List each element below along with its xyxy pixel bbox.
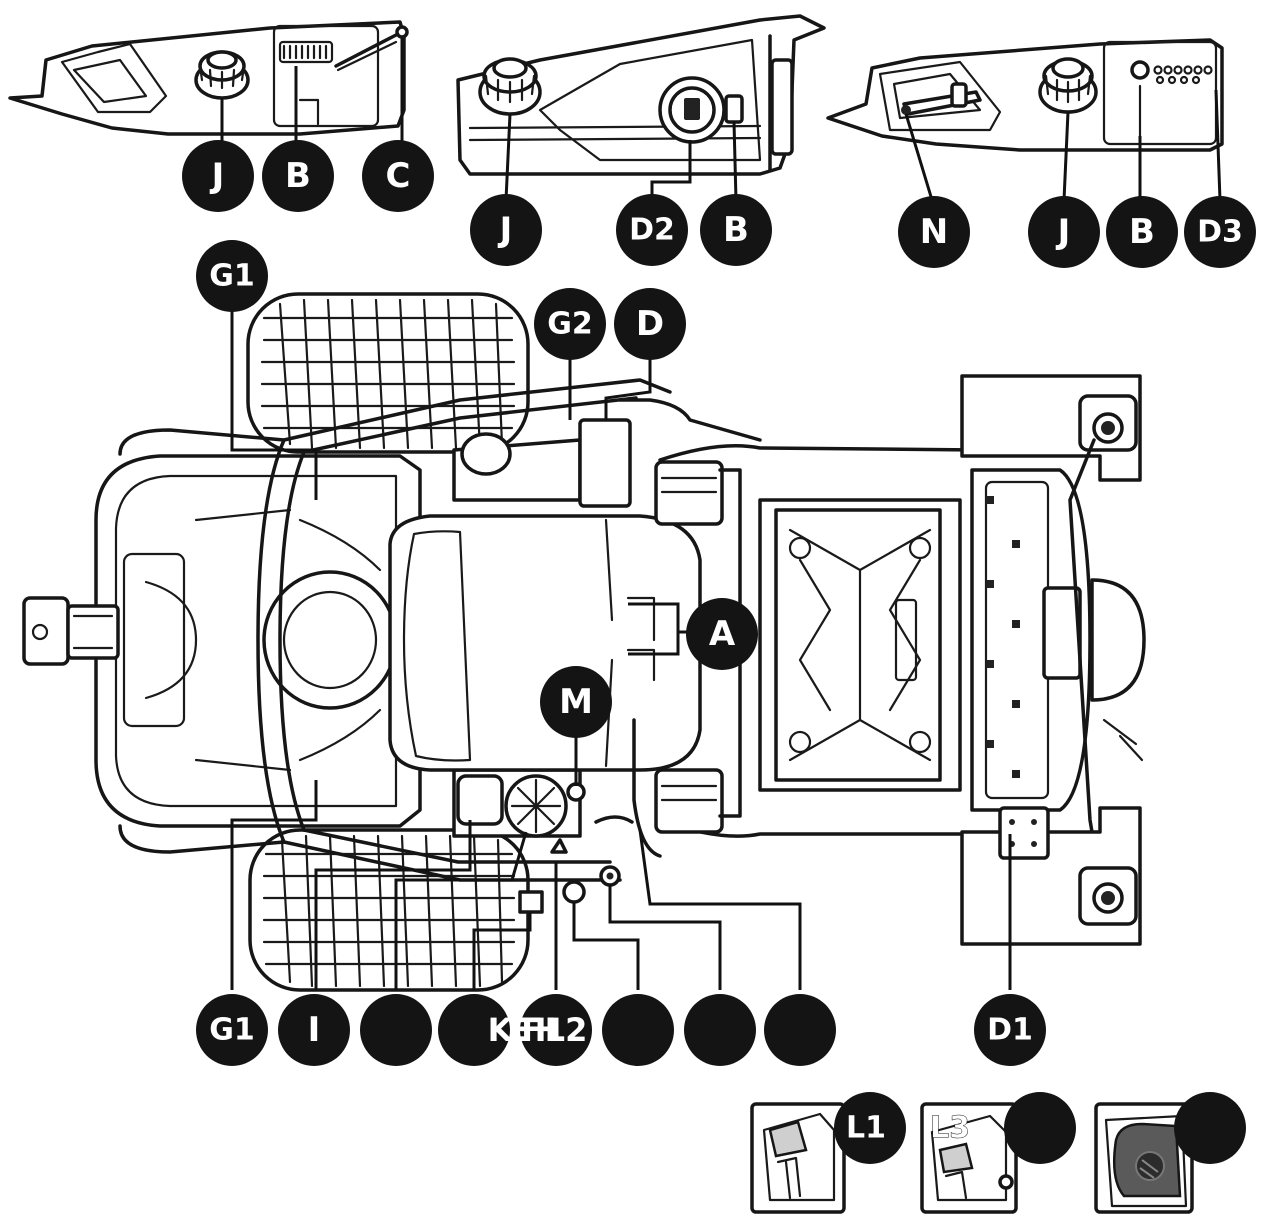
label-text: J (498, 210, 513, 250)
label-L3-group: L3 (930, 1092, 1246, 1164)
fuel-cap-icon (1038, 57, 1098, 114)
label-blank-4 (602, 994, 674, 1066)
label-A: A (686, 598, 758, 670)
label-text: B (285, 156, 311, 196)
mower-top-view (22, 292, 1146, 992)
label-N: N (898, 196, 970, 268)
label-text: G1 (209, 1013, 255, 1048)
fuel-gauge-box (578, 418, 632, 508)
hitch-plate (22, 596, 120, 666)
label-J-inset-right: J (1028, 196, 1100, 268)
front-caster-left (960, 374, 1142, 882)
fuel-cap-icon (194, 50, 250, 100)
label-blank-6 (764, 994, 836, 1066)
label-J-inset-left: J (182, 140, 254, 212)
label-L1: L1 (834, 1092, 906, 1164)
label-B-inset-left: B (262, 140, 334, 212)
inset-L2 (920, 1102, 1018, 1214)
label-blank-1 (360, 994, 432, 1066)
label-text: G2 (547, 307, 593, 342)
rear-tire-left (246, 292, 530, 454)
fender-side-plate (770, 58, 794, 156)
label-B-inset-center: B (700, 194, 772, 266)
throttle-pointer (550, 838, 568, 854)
label-text: D2 (629, 213, 675, 248)
fuel-cap-icon (478, 57, 542, 116)
inset-L3 (1094, 1102, 1194, 1214)
label-text: N (920, 212, 948, 252)
label-D3: D3 (1184, 196, 1256, 268)
label-C: C (362, 140, 434, 212)
label-text: I (308, 1010, 321, 1050)
label-K: K (488, 1011, 514, 1049)
label-text: A (709, 614, 736, 654)
front-platform (970, 468, 1146, 812)
inset-L1 (750, 1102, 846, 1214)
label-M: M (540, 666, 612, 738)
fuel-cap (460, 432, 512, 476)
choke-knob (562, 880, 586, 904)
label-text: D1 (987, 1013, 1033, 1048)
fuel-gauge-icon (658, 76, 744, 144)
rear-tire-right (248, 828, 530, 992)
label-G1-bottom: G1 (196, 994, 268, 1066)
cup-holder (456, 774, 504, 826)
deck-lift-pedal (998, 806, 1050, 860)
throttle-lever-icon (901, 82, 982, 116)
label-blank-5 (684, 994, 756, 1066)
inset-center-panel (456, 14, 826, 176)
label-text: J (210, 156, 225, 196)
label-G1-top: G1 (196, 240, 268, 312)
front-caster-right (960, 806, 1142, 946)
label-D1: D1 (974, 994, 1046, 1066)
label-D: D (614, 288, 686, 360)
label-blank-3 (520, 994, 592, 1066)
label-I: I (278, 994, 350, 1066)
label-H: H (535, 1011, 562, 1049)
label-blank-2 (438, 994, 510, 1066)
key-switch (566, 782, 586, 802)
inset-right-panel (826, 38, 1224, 152)
label-L2-main: L2 (545, 1011, 588, 1049)
parking-brake-knob (518, 890, 544, 914)
leader-lines (220, 38, 1222, 990)
label-text: D (636, 304, 664, 344)
label-B-inset-right: B (1106, 196, 1178, 268)
label-text: D3 (1197, 215, 1243, 250)
label-text: B (1129, 212, 1155, 252)
label-D2: D2 (616, 194, 688, 266)
label-text: L1 (846, 1111, 886, 1146)
floor-pan (758, 498, 962, 792)
label-text: M (559, 682, 593, 722)
rops-roll-bar (118, 378, 672, 882)
label-E: E (509, 1011, 531, 1049)
inset-left-panel (8, 20, 409, 136)
label-L3: L3 (930, 1111, 970, 1146)
label-text: J (1056, 212, 1071, 252)
label-G2: G2 (534, 288, 606, 360)
label-F: F (521, 1011, 543, 1049)
label-text: G1 (209, 259, 255, 294)
label-J-inset-center: J (470, 194, 542, 266)
seat (388, 514, 702, 772)
dipstick-handle (395, 25, 409, 39)
fuel-gauge-strip-icon (1130, 60, 1213, 85)
label-text: C (386, 156, 411, 196)
label-text: B (723, 210, 749, 250)
